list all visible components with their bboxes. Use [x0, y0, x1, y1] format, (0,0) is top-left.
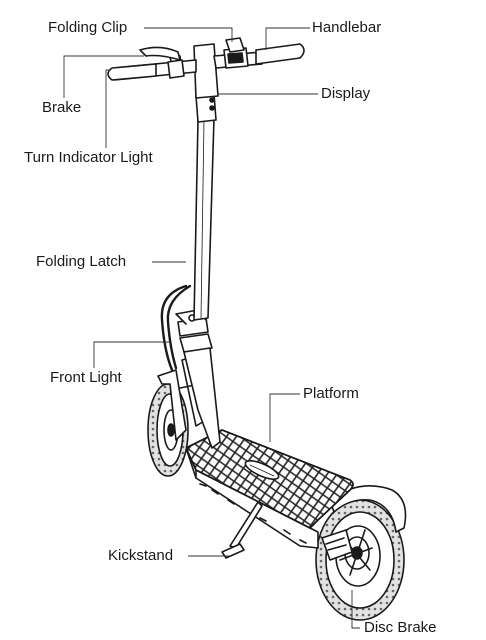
label-turn-indicator-light: Turn Indicator Light	[24, 149, 153, 166]
label-brake: Brake	[42, 99, 82, 116]
label-folding-latch: Folding Latch	[36, 253, 127, 270]
label-display: Display	[321, 85, 371, 102]
rear-wheel	[315, 499, 405, 621]
leader-disc-brake	[351, 590, 360, 629]
leader-handlebar	[265, 27, 310, 50]
leader-turn-indicator	[105, 69, 110, 148]
label-front-light: Front Light	[50, 369, 122, 386]
label-folding-clip: Folding Clip	[48, 19, 128, 36]
rear-fender	[329, 484, 407, 533]
label-handlebar: Handlebar	[312, 19, 382, 36]
label-platform: Platform	[303, 385, 359, 402]
head-tube	[175, 309, 221, 449]
leader-front-light	[93, 341, 170, 368]
brake-cable	[160, 284, 192, 372]
label-kickstand: Kickstand	[108, 547, 174, 564]
kickstand-part	[221, 501, 263, 559]
disc-brake-caliper	[321, 529, 353, 561]
stem	[193, 93, 217, 321]
label-disc-brake: Disc Brake	[364, 619, 437, 636]
handlebar-part	[107, 37, 305, 99]
deck	[185, 429, 354, 549]
leader-folding-clip	[144, 27, 233, 42]
leader-brake	[63, 55, 144, 98]
leader-platform	[269, 393, 300, 442]
